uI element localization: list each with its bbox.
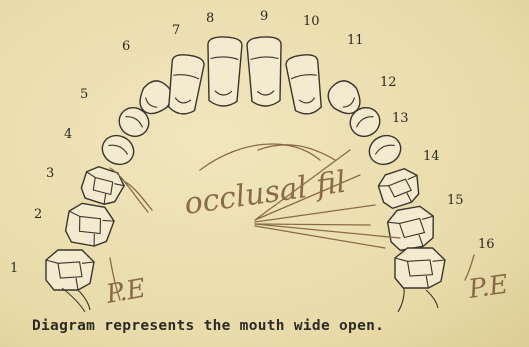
tooth-1 [46,250,94,290]
tooth-14 [376,166,425,211]
tooth-2 [64,201,116,248]
tooth-15 [386,204,438,251]
tooth-number-7: 7 [172,23,180,38]
tooth-number-14: 14 [423,149,440,164]
cut-off-line [32,336,40,347]
tooth-root-3 [398,288,404,312]
diagram-caption: Diagram represents the mouth wide open. [32,318,384,334]
tooth-number-13: 13 [392,111,409,126]
tooth-number-11: 11 [347,33,364,48]
tooth-number-9: 9 [260,9,268,24]
tooth-number-5: 5 [80,87,88,102]
tooth-8 [206,36,242,106]
tooth-root-4 [426,290,438,308]
tooth-number-2: 2 [34,207,42,222]
tooth-number-3: 3 [46,166,54,181]
occlusal-filling-note: occlusal fil [182,165,348,222]
pencil-line-6 [255,224,370,225]
tooth-3 [79,164,128,209]
right-pe-mark: P.E [466,270,510,305]
pencil-line-7 [255,224,400,238]
tooth-root-1 [62,288,85,312]
pencil-line-2 [125,182,152,210]
tooth-7 [165,53,205,116]
tooth-number-4: 4 [64,127,72,142]
tooth-number-16: 16 [478,237,495,252]
tooth-number-12: 12 [380,75,397,90]
tooth-13 [365,131,406,170]
tooth-10 [285,53,325,116]
pencil-line-8 [255,226,385,248]
tooth-number-15: 15 [447,193,464,208]
left-pe-mark: P.E [103,273,148,310]
tooth-9 [247,36,283,106]
tooth-number-1: 1 [10,261,18,276]
tooth-root-2 [78,290,90,310]
tooth-number-8: 8 [206,11,214,26]
pencil-line-9 [200,144,320,170]
tooth-number-6: 6 [122,39,130,54]
tooth-16 [395,248,445,288]
tooth-number-10: 10 [303,14,320,29]
